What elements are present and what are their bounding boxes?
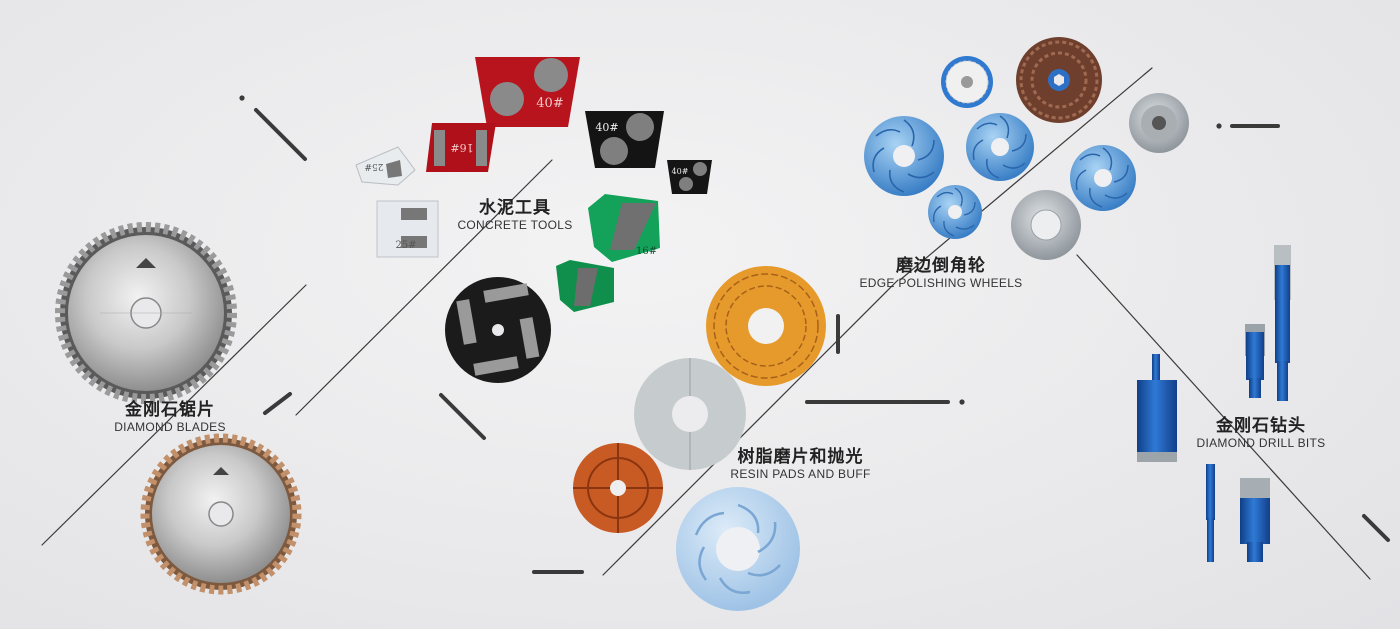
grit-mark-black-large: 40# (595, 121, 618, 134)
category-title-en: DIAMOND DRILL BITS (1196, 436, 1326, 450)
category-title-zh: 水泥工具 (479, 198, 551, 218)
category-title-en: CONCRETE TOOLS (457, 218, 573, 232)
decorative-dots (239, 95, 1222, 405)
edge-wheel-blue-right[interactable] (1070, 145, 1136, 211)
category-title-zh: 金刚石钻头 (1216, 416, 1306, 436)
edge-wheel-copper-hex[interactable] (1016, 37, 1102, 123)
grit-mark-white-small: 25# (365, 161, 384, 171)
resin-pad-gray[interactable] (634, 358, 746, 470)
concrete-segment-black-small[interactable]: 40# (667, 160, 712, 194)
edge-wheel-white-small[interactable] (941, 56, 993, 108)
grit-mark-white-square: 25# (395, 240, 416, 251)
category-title-zh: 树脂磨片和抛光 (737, 447, 864, 467)
concrete-segment-red-large[interactable]: 40# (475, 57, 580, 127)
edge-wheel-blue-large[interactable] (864, 116, 944, 196)
category-title-en: RESIN PADS AND BUFF (730, 467, 871, 481)
drill-bit-thin[interactable] (1206, 464, 1215, 562)
diamond-blade-copper[interactable] (140, 433, 302, 595)
grit-mark-green-large: 16# (636, 246, 657, 257)
edge-wheel-gray-metal[interactable] (1129, 93, 1189, 153)
diamond-blade-large[interactable] (55, 222, 237, 404)
grit-mark-red-small: 16# (450, 141, 473, 154)
concrete-segment-white-small[interactable]: 25# (355, 146, 416, 186)
category-title-en: EDGE POLISHING WHEELS (859, 276, 1023, 290)
concrete-segment-red-small[interactable]: 16# (426, 123, 496, 172)
concrete-segment-black-large[interactable]: 40# (585, 111, 664, 168)
category-title-zh: 磨边倒角轮 (896, 256, 986, 276)
edge-wheel-blue-medium[interactable] (966, 113, 1034, 181)
concrete-segment-green-small[interactable] (556, 260, 614, 312)
grit-mark-black-small: 40# (672, 167, 689, 176)
resin-pad-orange[interactable] (706, 266, 826, 386)
buff-pad-light-blue[interactable] (676, 487, 800, 611)
drill-bit-long[interactable] (1274, 245, 1291, 401)
drill-bit-short-core[interactable] (1240, 478, 1270, 562)
concrete-segment-white-square[interactable]: 25# (376, 200, 439, 258)
resin-pad-rust[interactable] (573, 443, 663, 533)
category-label-concrete-tools[interactable]: 水泥工具 CONCRETE TOOLS (450, 198, 580, 233)
category-title-en: DIAMOND BLADES (114, 420, 226, 434)
category-label-edge-wheels[interactable]: 磨边倒角轮 EDGE POLISHING WHEELS (856, 256, 1026, 291)
edge-wheel-silver-ring[interactable] (1011, 190, 1081, 260)
category-label-resin-pads[interactable]: 树脂磨片和抛光 RESIN PADS AND BUFF (718, 447, 883, 482)
concrete-segment-green-large[interactable]: 16# (588, 194, 660, 262)
grit-mark-red-large: 40# (536, 96, 563, 111)
decorative-lines (41, 67, 1390, 580)
edge-wheel-blue-small[interactable] (928, 185, 982, 239)
category-title-zh: 金刚石锯片 (125, 400, 215, 420)
drill-bit-finger[interactable] (1245, 324, 1265, 398)
category-label-drill-bits[interactable]: 金刚石钻头 DIAMOND DRILL BITS (1186, 416, 1336, 451)
category-label-diamond-blades[interactable]: 金刚石锯片 DIAMOND BLADES (100, 400, 240, 435)
concrete-grinding-disc[interactable] (445, 277, 551, 383)
drill-bit-core[interactable] (1137, 354, 1177, 462)
